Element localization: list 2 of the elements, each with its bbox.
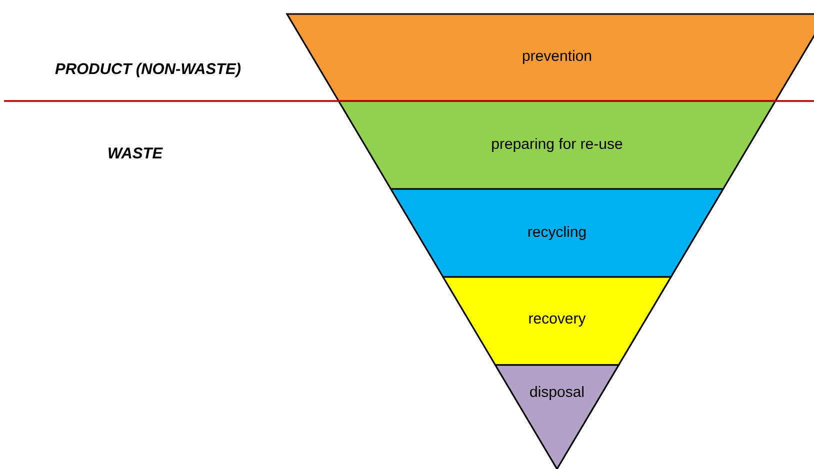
side-label: PRODUCT (NON-WASTE) (55, 62, 241, 78)
side-label: WASTE (108, 148, 163, 158)
